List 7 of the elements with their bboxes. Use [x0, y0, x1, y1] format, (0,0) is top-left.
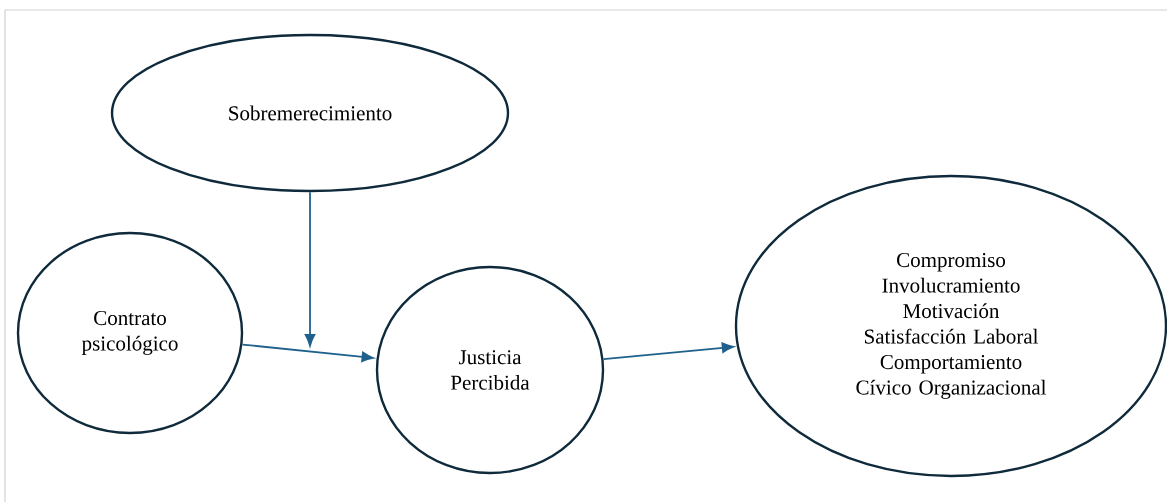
arrow [304, 191, 316, 347]
ellipse-node: Justicia Percibida [375, 265, 605, 475]
ellipse-node: Contrato psicológico [16, 231, 244, 435]
ellipse-node: Sobremerecimiento [110, 33, 510, 193]
arrow [602, 342, 735, 361]
arrow [241, 343, 374, 363]
ellipse-node: Compromiso Involucramiento Motivación Satisfacción Laboral Comportamiento Cívico Organizacional [734, 174, 1167, 478]
